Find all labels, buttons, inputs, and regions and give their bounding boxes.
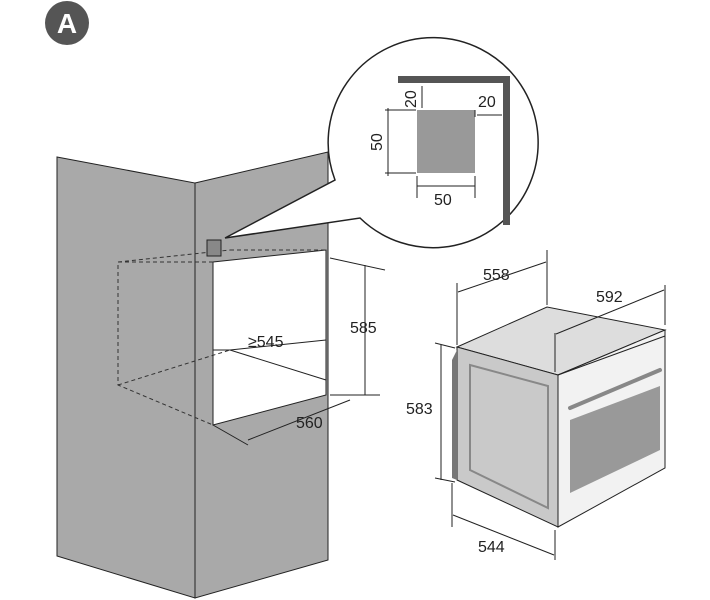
vent-height-label: 50	[369, 133, 386, 151]
cabinet-depth-label: ≥545	[248, 334, 284, 351]
oven-window	[570, 386, 660, 493]
oven-body-depth-label: 544	[478, 539, 505, 556]
oven-depth-label: 558	[483, 267, 510, 284]
figure-badge: A	[45, 1, 89, 45]
side-gap-label: 20	[478, 94, 496, 111]
vent-width-label: 50	[434, 192, 452, 209]
cabinet	[56, 151, 329, 599]
vent-detail	[417, 110, 475, 173]
cabinet-width-label: 560	[296, 415, 323, 432]
cabinet-dimensions: 585 560 ≥545	[212, 257, 386, 446]
oven	[452, 306, 667, 528]
cabinet-height-label: 585	[350, 320, 377, 337]
oven-handle	[568, 368, 662, 410]
detail-callout: 20 20 50 50	[224, 36, 539, 249]
top-gap-label: 20	[403, 90, 420, 108]
cabinet-opening	[212, 249, 327, 426]
vent-square	[206, 239, 222, 257]
oven-height-label: 583	[406, 401, 433, 418]
badge-label: A	[57, 8, 77, 39]
oven-dimensions: 558 592 583 544	[406, 250, 666, 560]
oven-width-label: 592	[596, 289, 623, 306]
